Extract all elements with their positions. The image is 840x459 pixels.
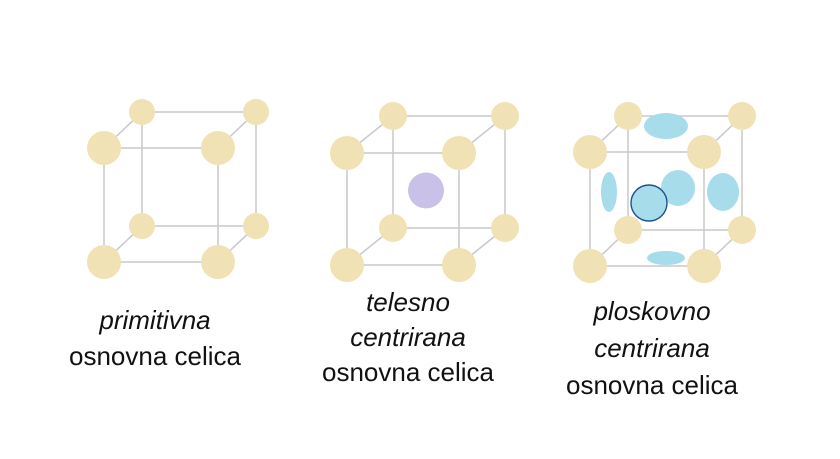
back-corner-atom [243,99,269,125]
face-centered-cell [573,102,756,283]
back-corner-atom [243,213,269,239]
back-corner-atom [614,102,642,130]
caption-face-type-line1: ploskovno [593,296,711,326]
back-corner-atom [614,216,642,244]
front-corner-atom [330,136,364,170]
top-face-atom [644,113,688,139]
caption-body-centered: telesno centrirana osnovna celica [298,289,518,385]
front-face-atom [630,184,668,222]
bottom-face-atom [647,251,685,265]
right-face-atom [707,173,739,211]
front-corner-atom [201,245,235,279]
caption-face-label: osnovna celica [566,370,738,400]
back-face-atom [661,170,695,206]
front-corner-atom [442,248,476,282]
back-corner-atom [491,214,519,242]
primitive-cell [87,99,269,279]
body-center-atom [408,172,444,209]
back-corner-atom [491,102,519,130]
body-centered-cell [330,102,519,282]
caption-face-type-line2: centrirana [594,333,710,363]
back-corner-atom [379,102,407,130]
back-corner-atom [129,213,155,239]
back-corner-atom [129,99,155,125]
back-corner-atom [379,214,407,242]
front-corner-atom [687,135,721,169]
caption-primitive-type: primitivna [99,305,211,335]
front-corner-atom [573,249,607,283]
caption-primitive-label: osnovna celica [69,341,241,371]
front-corner-atom [573,135,607,169]
front-corner-atom [201,131,235,165]
front-corner-atom [442,136,476,170]
caption-body-type-line2: centrirana [350,322,466,352]
front-corner-atom [687,249,721,283]
caption-primitive: primitivna osnovna celica [50,307,260,369]
left-face-atom [601,172,617,212]
front-corner-atom [87,245,121,279]
caption-body-label: osnovna celica [322,357,494,387]
back-corner-atom [728,216,756,244]
caption-body-type-line1: telesno [366,287,450,317]
front-corner-atom [330,248,364,282]
front-corner-atom [87,131,121,165]
back-corner-atom [728,102,756,130]
caption-face-centered: ploskovno centrirana osnovna celica [542,298,762,398]
